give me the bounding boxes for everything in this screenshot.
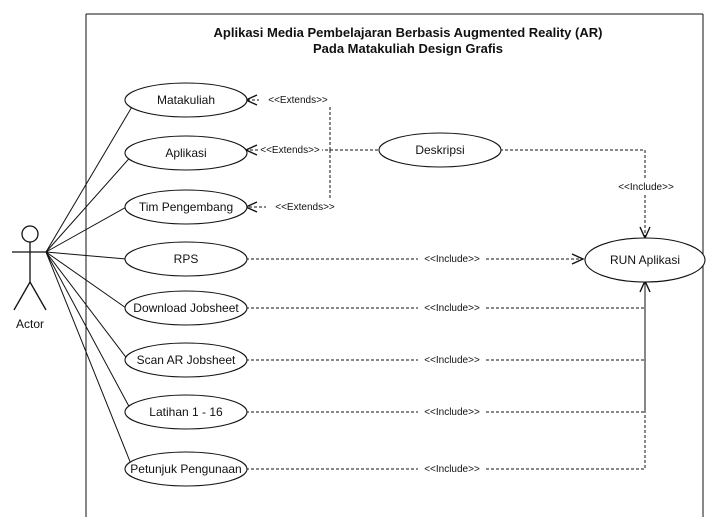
assoc-latihan — [45, 251, 133, 413]
use-case-label-petunjuk: Petunjuk Pengunaan — [130, 462, 241, 476]
label-include-latihan: <<Include>> — [424, 407, 480, 418]
include-line-deskripsi — [500, 149, 651, 240]
actor-right-leg — [29, 281, 47, 311]
use-case-deskripsi[interactable] — [378, 132, 502, 168]
system-title-line1: Aplikasi Media Pembelajaran Berbasis Aug… — [214, 25, 603, 40]
assoc-tim-pengembang — [45, 205, 129, 253]
extends-line-tim-pengembang — [244, 150, 331, 213]
use-case-label-latihan: Latihan 1 - 16 — [149, 405, 223, 419]
use-case-tim-pengembang[interactable] — [124, 189, 248, 225]
assoc-scan-ar-jobsheet — [45, 251, 129, 361]
use-case-scan-ar-jobsheet[interactable] — [124, 342, 248, 378]
use-cases — [124, 82, 706, 487]
use-case-matakuliah[interactable] — [124, 82, 248, 118]
actor-label: Actor — [16, 317, 44, 331]
use-case-labels: Matakuliah Aplikasi Tim Pengembang RPS D… — [130, 93, 680, 476]
label-extends-tim: <<Extends>> — [275, 202, 335, 213]
use-case-label-aplikasi: Aplikasi — [165, 146, 206, 160]
use-case-petunjuk[interactable] — [124, 451, 248, 487]
include-line-scan — [246, 283, 646, 361]
actor-left-leg — [13, 281, 31, 311]
use-case-label-scan-ar-jobsheet: Scan AR Jobsheet — [137, 353, 236, 367]
label-include-petunjuk: <<Include>> — [424, 464, 480, 475]
use-case-label-rps: RPS — [174, 252, 199, 266]
actor-associations — [45, 99, 137, 470]
label-extends-aplikasi: <<Extends>> — [260, 145, 320, 156]
use-case-rps[interactable] — [124, 241, 248, 277]
extends-line-matakuliah — [244, 94, 331, 150]
assoc-matakuliah — [45, 99, 137, 253]
actor-head — [21, 225, 39, 243]
assoc-download-jobsheet — [45, 251, 127, 309]
relation-labels: <<Extends>> <<Extends>> <<Extends>> <<In… — [258, 93, 680, 475]
use-case-label-run-aplikasi: RUN Aplikasi — [610, 253, 680, 267]
label-include-scan: <<Include>> — [424, 355, 480, 366]
use-case-run-aplikasi[interactable] — [584, 237, 706, 283]
system-title-line2: Pada Matakuliah Design Grafis — [313, 41, 503, 56]
use-case-label-download-jobsheet: Download Jobsheet — [133, 301, 239, 315]
include-line-petunjuk — [246, 279, 651, 470]
use-case-latihan[interactable] — [124, 394, 248, 430]
use-case-label-tim-pengembang: Tim Pengembang — [139, 200, 233, 214]
use-case-aplikasi[interactable] — [124, 135, 248, 171]
use-case-label-deskripsi: Deskripsi — [415, 143, 464, 157]
assoc-aplikasi — [45, 152, 135, 253]
use-case-label-matakuliah: Matakuliah — [157, 93, 215, 107]
assoc-petunjuk — [45, 251, 134, 470]
label-include-rps: <<Include>> — [424, 254, 480, 265]
actor-figure[interactable] — [12, 225, 48, 311]
label-extends-matakuliah: <<Extends>> — [268, 95, 328, 106]
assoc-rps — [45, 251, 127, 260]
include-relations — [246, 149, 651, 470]
label-include-deskripsi: <<Include>> — [618, 182, 674, 193]
label-include-download: <<Include>> — [424, 303, 480, 314]
use-case-download-jobsheet[interactable] — [124, 290, 248, 326]
